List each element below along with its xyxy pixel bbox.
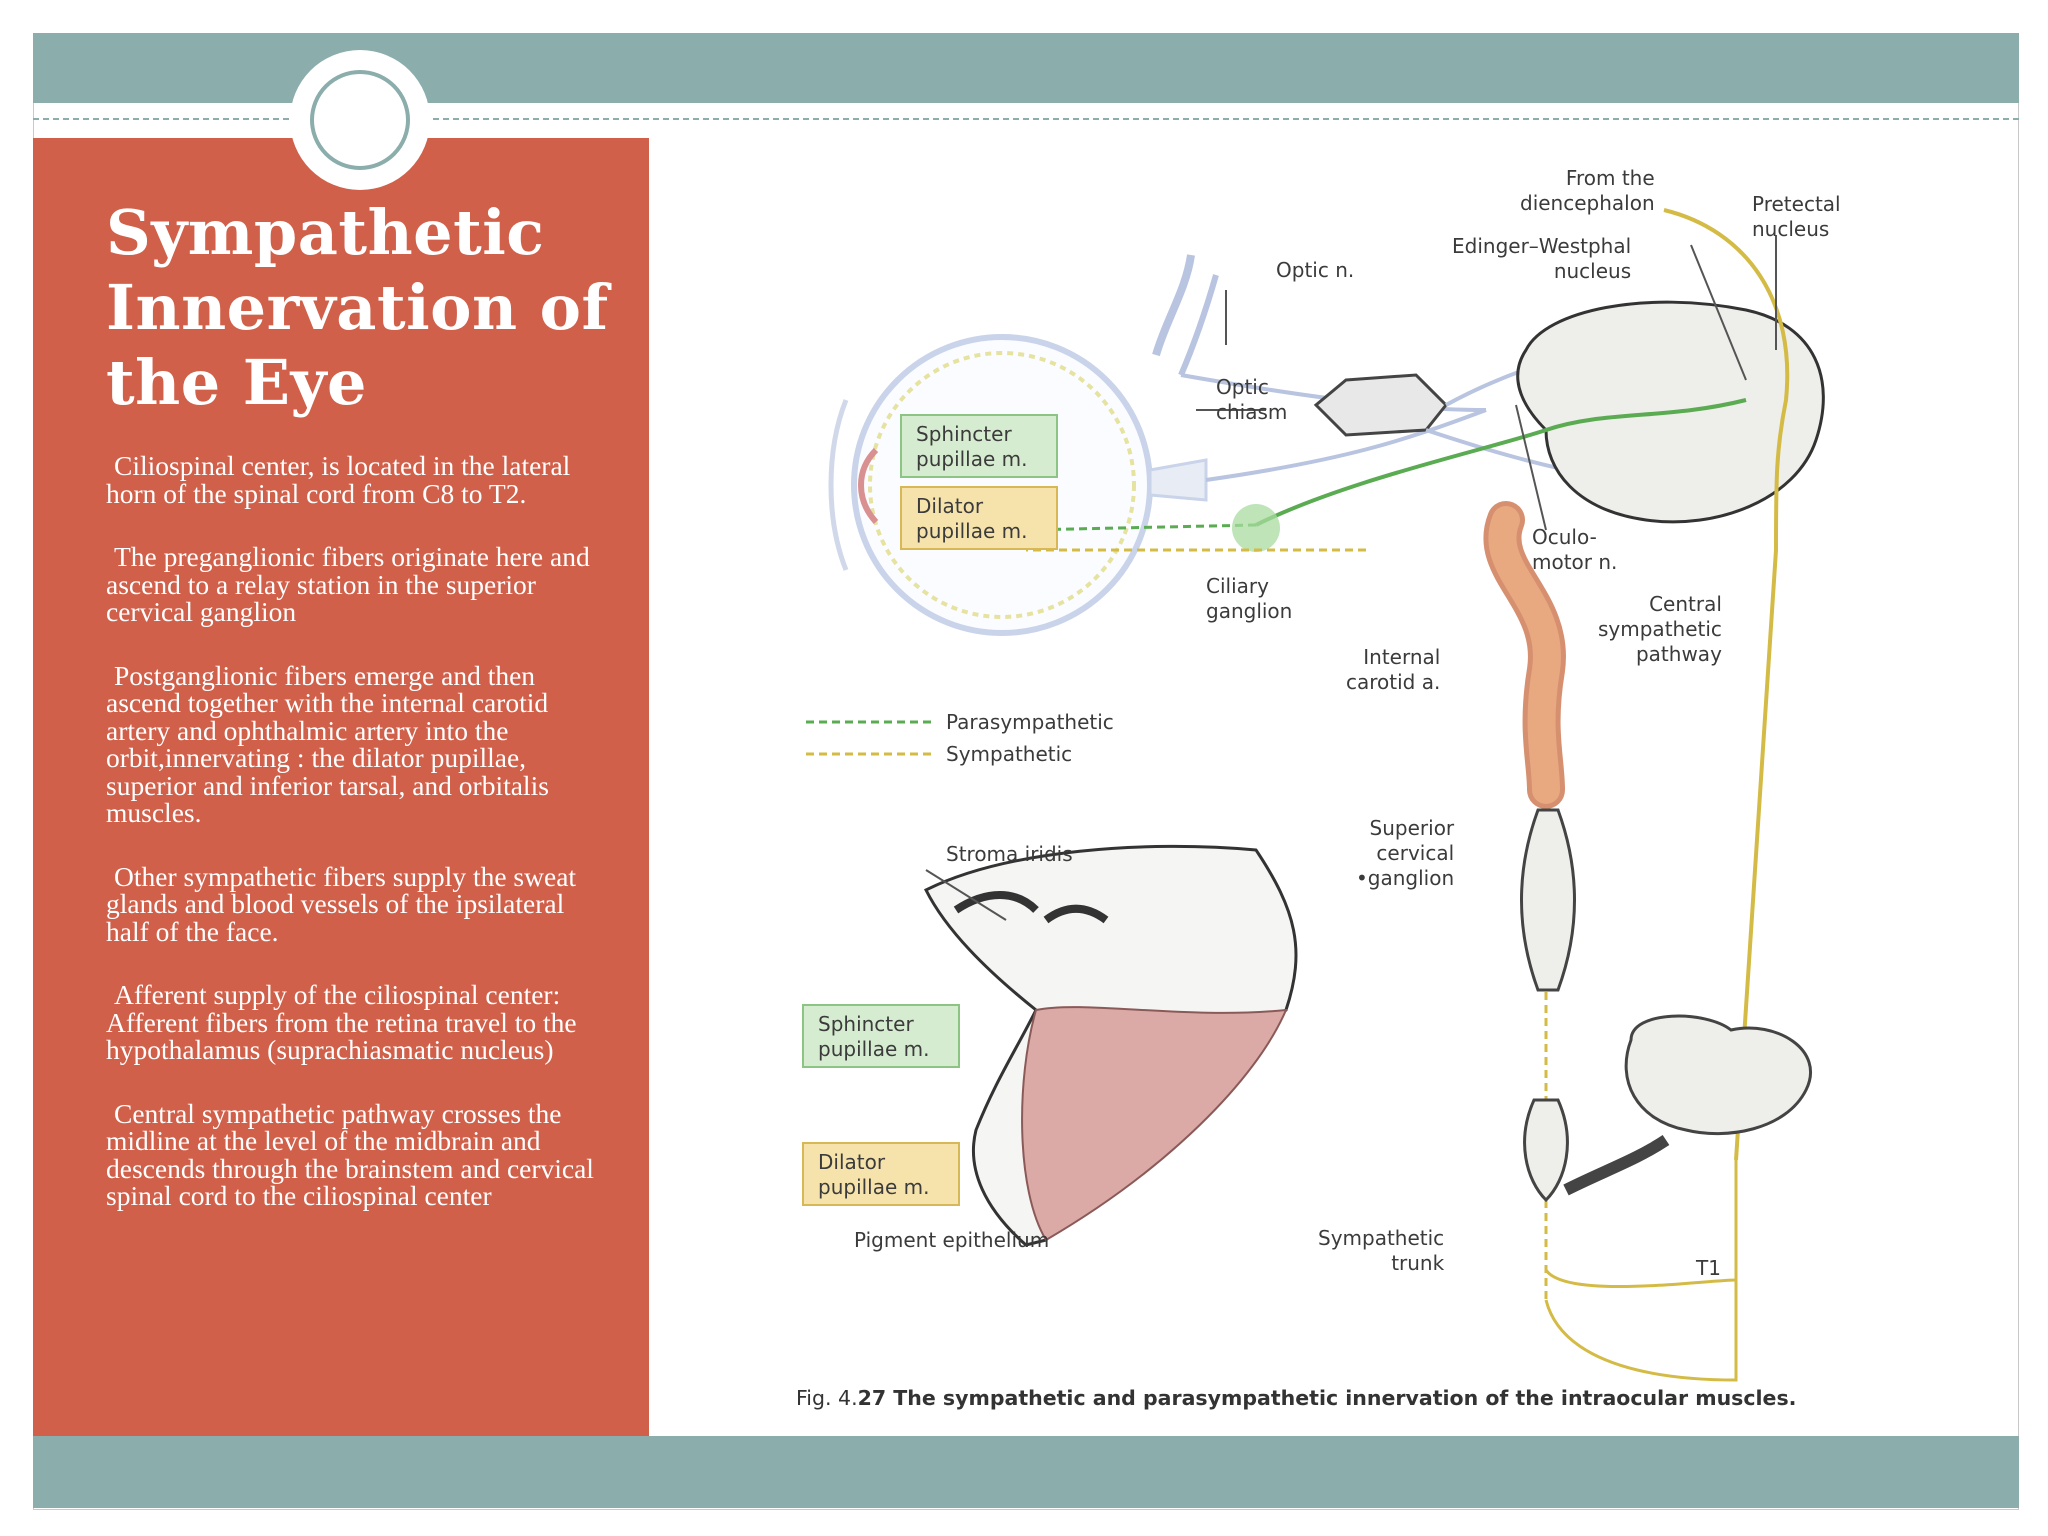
dilator-muscle-fibers <box>1021 1006 1288 1242</box>
leader-line <box>925 869 1007 921</box>
ramus-communicans <box>1563 1135 1670 1196</box>
badge-ring <box>310 70 410 170</box>
box-dilator-bottom: Dilator pupillae m. <box>802 1142 960 1206</box>
caption-number: 27 <box>857 1386 887 1410</box>
spinal-cord-segment <box>1624 1014 1813 1136</box>
cornea <box>828 399 849 571</box>
label-edinger-westphal: Edinger–Westphal nucleus <box>1452 234 1632 283</box>
label-sympathetic-trunk: Sympathetic trunk <box>1318 1226 1445 1275</box>
central-sympathetic-fiber <box>1663 208 1790 1161</box>
paragraph-central-pathway: Central sympathetic pathway crosses the … <box>106 1097 594 1211</box>
label-t1: T1 <box>1696 1256 1721 1280</box>
label-pigment-epithelium: Pigment epithelium <box>854 1228 1050 1252</box>
sympathetic-ganglion <box>1523 1098 1569 1203</box>
legend-sympathetic-label: Sympathetic <box>946 742 1073 766</box>
iris-top <box>858 447 879 525</box>
box-sphincter-bottom: Sphincter pupillae m. <box>802 1004 960 1068</box>
caption-prefix: Fig. 4. <box>796 1386 858 1410</box>
innervation-figure: From the diencephalon Pretectal nucleus … <box>786 150 1976 1435</box>
optic-chiasm-shape <box>1313 373 1449 437</box>
leader-line <box>1690 244 1747 381</box>
superior-cervical-ganglion <box>1520 808 1576 992</box>
label-pretectal-nucleus: Pretectal nucleus <box>1752 192 1841 241</box>
optic-nerve-fiber <box>1178 274 1219 377</box>
eye-sclera <box>868 351 1136 619</box>
paragraph-other-fibers: Other sympathetic fibers supply the swea… <box>106 860 577 947</box>
iris-crypt <box>953 891 1039 914</box>
optic-tract <box>1205 408 1487 482</box>
circle-badge-icon <box>290 50 430 190</box>
legend-parasympathetic-label: Parasympathetic <box>946 710 1114 734</box>
label-from-diencephalon: From the diencephalon <box>1520 166 1655 215</box>
label-optic-nerve: Optic n. <box>1276 258 1355 282</box>
optic-nerve-head <box>1148 458 1208 502</box>
dashed-divider <box>33 118 2019 120</box>
body-text: Ciliospinal center, is located in the la… <box>106 452 606 1246</box>
optic-nerve-fiber <box>1152 254 1195 357</box>
label-stroma-iridis: Stroma iridis <box>946 842 1073 866</box>
parasympathetic-fiber <box>1255 398 1747 527</box>
box-dilator-top: Dilator pupillae m. <box>900 486 1058 550</box>
eyeball <box>851 334 1153 636</box>
figure-caption: Fig. 4.27 The sympathetic and parasympat… <box>796 1386 1896 1410</box>
box-sphincter-top: Sphincter pupillae m. <box>900 414 1058 478</box>
sympathetic-trunk-loop <box>1544 1280 1738 1382</box>
label-ciliary-ganglion: Ciliary ganglion <box>1206 574 1293 623</box>
paragraph-preganglionic: The preganglionic fibers originate here … <box>106 541 590 627</box>
anatomy-diagram <box>806 208 1825 1382</box>
label-optic-chiasm: Optic chiasm <box>1216 375 1288 424</box>
label-superior-cervical-ganglion: Superior cervical •ganglion <box>1356 816 1455 890</box>
label-internal-carotid: Internal carotid a. <box>1346 645 1441 694</box>
caption-text: The sympathetic and parasympathetic inne… <box>886 1386 1797 1410</box>
paragraph-postganglionic: Postganglionic fibers emerge and then as… <box>106 659 549 828</box>
leader-line <box>1515 404 1547 531</box>
slide-title: Sympathetic Innervation of the Eye <box>106 196 609 419</box>
paragraph-ciliospinal: Ciliospinal center, is located in the la… <box>106 450 571 509</box>
paragraph-afferent: Afferent supply of the ciliospinal cente… <box>106 979 577 1065</box>
internal-carotid-artery-inner <box>1488 506 1561 804</box>
label-oculomotor-nerve: Oculo- motor n. <box>1532 525 1618 574</box>
sympathetic-trunk-loop <box>1544 1160 1738 1288</box>
label-central-sympathetic: Central sympathetic pathway <box>1598 592 1722 666</box>
text-panel <box>33 138 649 1436</box>
iris-crypt <box>1043 904 1109 924</box>
bottom-band <box>33 1436 2019 1508</box>
ciliary-ganglion-shape <box>1232 504 1280 552</box>
